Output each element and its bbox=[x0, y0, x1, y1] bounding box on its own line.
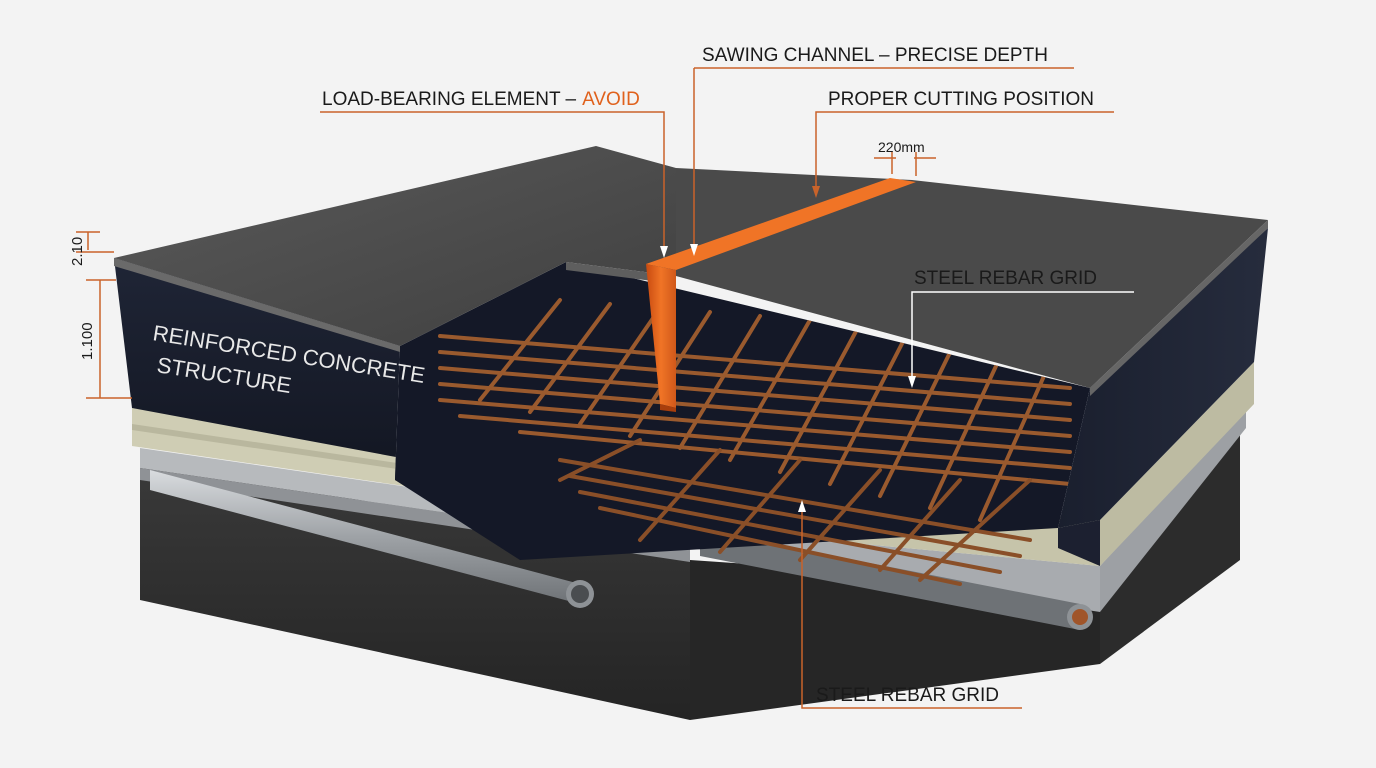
load-bearing-prefix: LOAD-BEARING ELEMENT – bbox=[322, 89, 577, 110]
pipe-right bbox=[700, 530, 1093, 630]
sawing-channel-label: SAWING CHANNEL – PRECISE DEPTH bbox=[702, 45, 1048, 66]
dimension-main-label: 1.100 bbox=[79, 322, 96, 360]
dimension-top-label: 2.10 bbox=[69, 237, 86, 266]
slab-top-surface bbox=[114, 146, 1268, 396]
load-bearing-label: LOAD-BEARING ELEMENT –AVOID bbox=[322, 89, 640, 110]
rebar-grid-lower bbox=[558, 438, 1032, 586]
callout-leader-rebar-upper bbox=[911, 291, 1134, 380]
concrete-body bbox=[114, 228, 1268, 566]
cutting-position-label: PROPER CUTTING POSITION bbox=[828, 89, 1094, 110]
channel-width-label: 220mm bbox=[878, 139, 925, 155]
rebar-grid-upper-label: STEEL REBAR GRID bbox=[914, 268, 1097, 289]
sawing-channel bbox=[646, 178, 916, 412]
rebar-grid-upper bbox=[438, 298, 1072, 522]
dimension-channel-width bbox=[874, 152, 936, 176]
dimension-vertical bbox=[76, 231, 132, 399]
load-bearing-warning: AVOID bbox=[582, 89, 640, 110]
pipe-left bbox=[150, 470, 594, 608]
rebar-grid-lower-label: STEEL REBAR GRID bbox=[816, 685, 999, 706]
callout-arrowheads bbox=[660, 186, 916, 512]
callout-leaders bbox=[320, 67, 1114, 709]
